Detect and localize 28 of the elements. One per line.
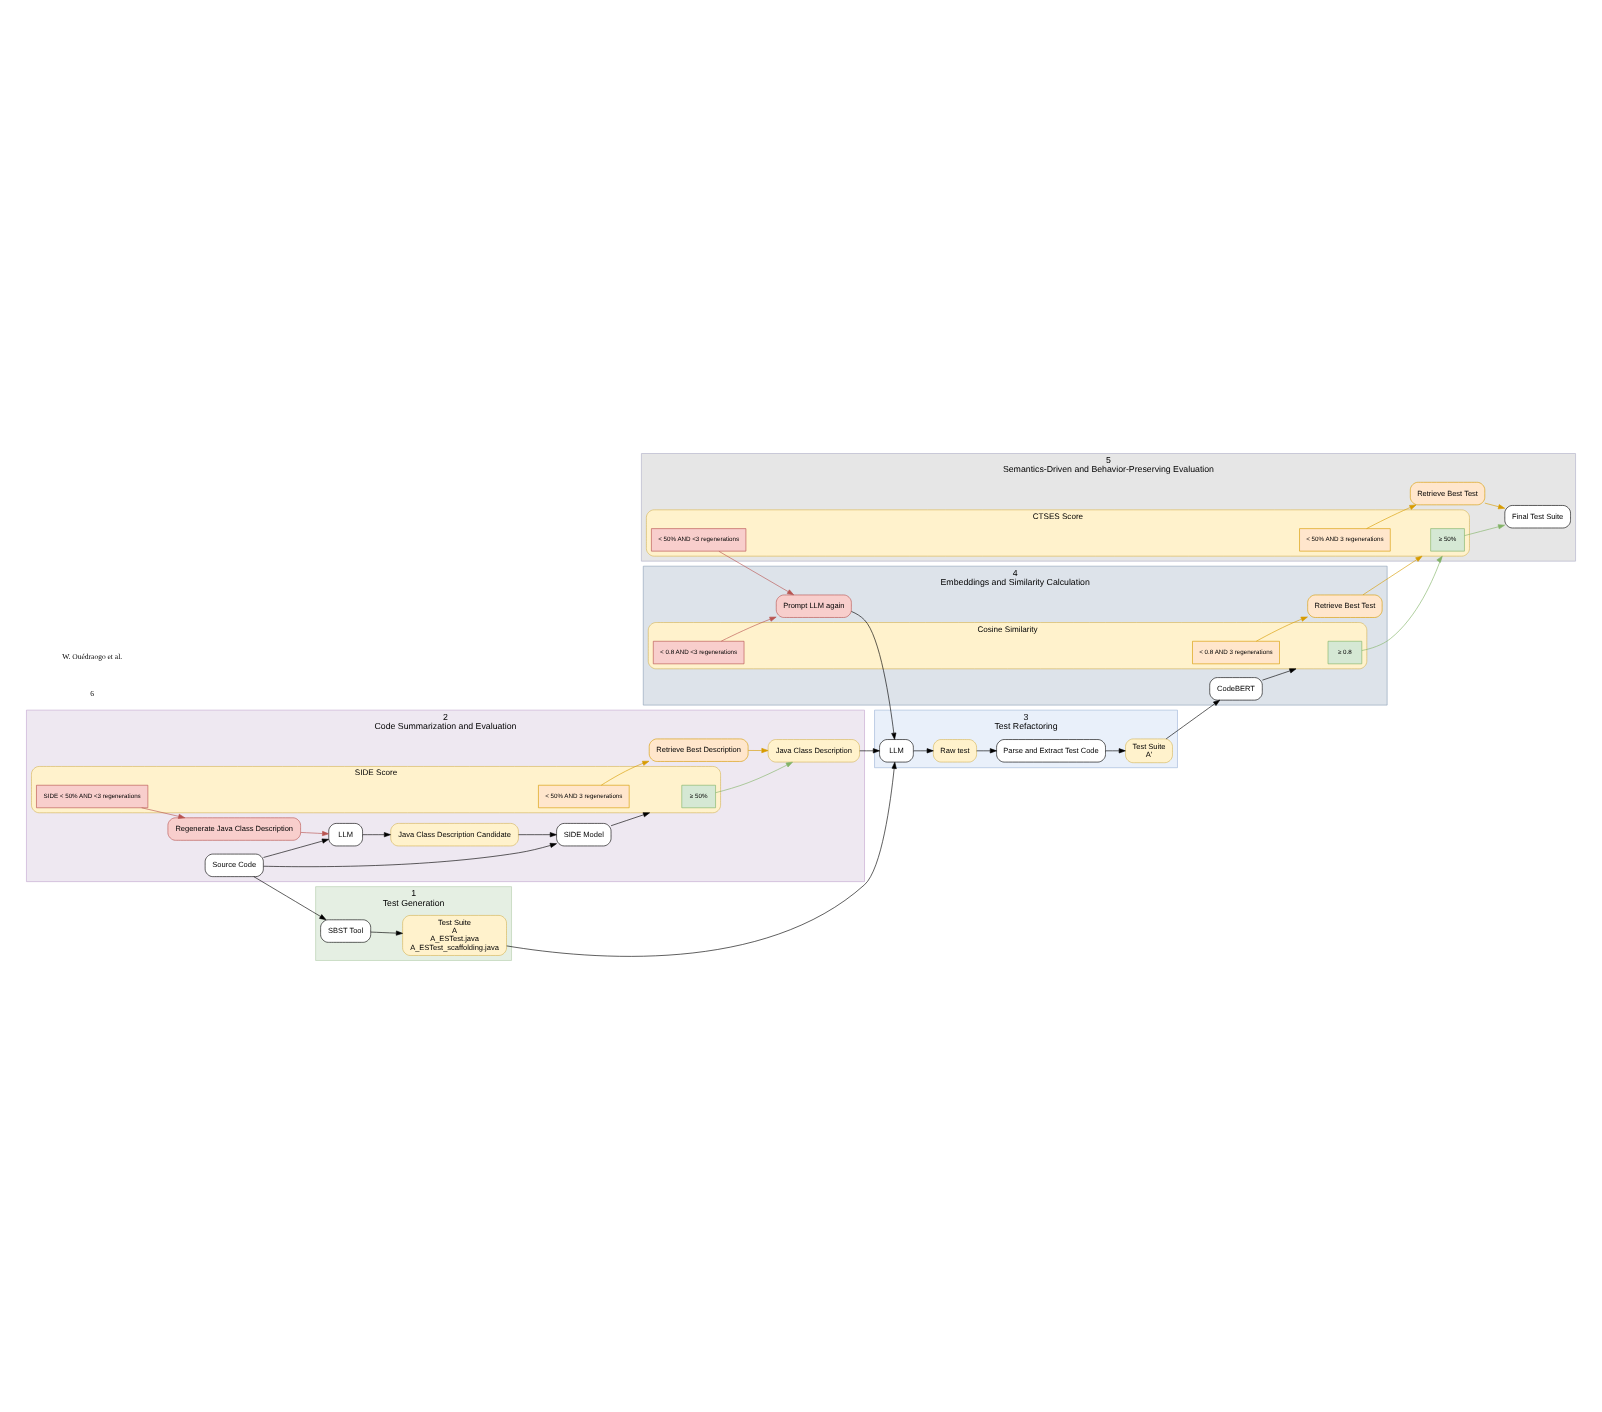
arrow bbox=[1366, 503, 1417, 528]
arrow bbox=[253, 875, 327, 919]
arrow bbox=[506, 760, 897, 956]
arrow bbox=[976, 747, 997, 753]
arrow bbox=[370, 929, 403, 935]
arrow bbox=[141, 806, 186, 818]
arrow bbox=[851, 610, 897, 739]
arrow bbox=[263, 842, 557, 866]
arrow bbox=[1464, 523, 1505, 535]
arrow bbox=[1262, 667, 1297, 680]
arrow bbox=[362, 831, 391, 837]
arrow bbox=[913, 747, 934, 753]
arrow bbox=[1256, 615, 1308, 641]
arrow bbox=[518, 831, 557, 837]
arrow bbox=[859, 747, 880, 753]
arrow bbox=[1484, 501, 1506, 509]
arrow bbox=[1361, 554, 1443, 650]
arrow bbox=[718, 549, 794, 595]
arrow bbox=[747, 747, 769, 753]
arrow bbox=[600, 759, 650, 785]
arrow bbox=[715, 760, 793, 792]
arrow bbox=[263, 837, 329, 857]
arrow bbox=[300, 830, 330, 836]
arrow bbox=[1362, 554, 1423, 595]
arrow bbox=[1165, 698, 1221, 739]
arrow bbox=[720, 615, 777, 641]
arrow bbox=[1105, 747, 1126, 753]
arrow bbox=[610, 811, 650, 826]
